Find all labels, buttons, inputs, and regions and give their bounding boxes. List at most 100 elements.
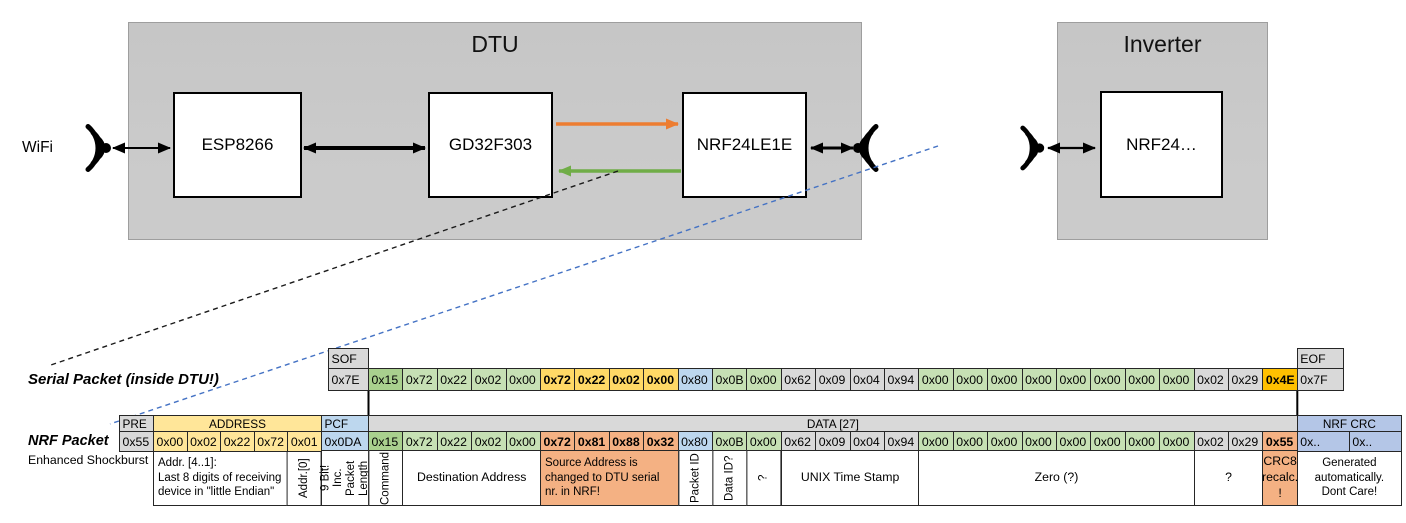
data-annotation-cell: Data ID? (712, 450, 748, 506)
serial-byte-cell: 0x0B (712, 368, 748, 391)
wifi-label: WiFi (22, 139, 53, 156)
pcf-header-cell: PCF (321, 415, 369, 432)
component-label-nrf24le1e: NRF24LE1E (696, 135, 793, 154)
nrf-byte-cell: 0x32 (643, 431, 679, 452)
serial-byte-cell: 0x22 (436, 368, 473, 391)
serial-packet-label: Serial Packet (inside DTU!) (28, 371, 219, 388)
pcf-byte-cell: 0x0DA (321, 431, 369, 452)
data-annotation-cell: CRC8 recalc. ! (1262, 450, 1298, 506)
nrf-byte-cell: 0x94 (884, 431, 920, 452)
wifi-signal-icon-dtu-left (88, 127, 111, 170)
nrf-address-byte-cell: 0x02 (186, 431, 222, 452)
data-annotation-cell: ? (1193, 450, 1264, 506)
nrf-byte-cell: 0x00 (1090, 431, 1126, 452)
serial-byte-cell: 0x80 (677, 368, 713, 391)
nrf-byte-cell: 0x72 (540, 431, 576, 452)
data-annotation-cell: Command (368, 450, 404, 506)
address-annotation: Addr. [4..1]: Last 8 digits of receiving… (153, 450, 289, 506)
component-label-nrf24: NRF24… (1126, 134, 1197, 154)
serial-byte-cell: 0x62 (780, 368, 817, 391)
address0-annotation: Addr.[0] (287, 450, 322, 506)
serial-byte-cell: 0x02 (608, 368, 645, 391)
nrf-address-byte-cell: 0x00 (153, 431, 188, 452)
data-annotation-cell: Destination Address (402, 450, 541, 506)
serial-byte-cell: 0x00 (505, 368, 541, 391)
nrf-byte-cell: 0x22 (436, 431, 473, 452)
nrf-byte-cell: 0x02 (471, 431, 507, 452)
pre-byte-cell: 0x55 (119, 431, 154, 452)
eof-header-cell: EOF (1296, 348, 1344, 369)
nrf-byte-cell: 0x29 (1228, 431, 1264, 452)
nrf-byte-cell: 0x00 (952, 431, 989, 452)
nrf-byte-cell: 0x0B (712, 431, 748, 452)
serial-byte-cell: 0x02 (471, 368, 507, 391)
serial-byte-cell: 0x4E (1262, 368, 1298, 391)
serial-byte-cell: 0x02 (1193, 368, 1229, 391)
data-annotation-cell: UNIX Time Stamp (780, 450, 920, 506)
pre-header-cell: PRE (119, 415, 154, 432)
nrf-address-byte-cell: 0x72 (253, 431, 289, 452)
enhanced-shockburst-label: Enhanced Shockburst (28, 453, 149, 467)
nrf-byte-cell: 0x09 (815, 431, 851, 452)
nrf-byte-cell: 0x00 (1159, 431, 1195, 452)
component-box-nrf24le1e: NRF24LE1E (682, 92, 807, 198)
serial-byte-cell: 0x00 (952, 368, 989, 391)
nrf-byte-cell: 0x00 (1021, 431, 1057, 452)
serial-byte-cell: 0x00 (746, 368, 782, 391)
serial-byte-cell: 0x09 (815, 368, 851, 391)
component-box-esp8266: ESP8266 (173, 92, 302, 198)
dtu-title: DTU (471, 31, 519, 57)
inverter-title: Inverter (1123, 31, 1202, 57)
nrf-byte-cell: 0x62 (780, 431, 817, 452)
nrf-byte-cell: 0x00 (1124, 431, 1161, 452)
data-annotation-cell: ? (746, 450, 782, 506)
sof-header-cell: SOF (328, 348, 369, 369)
nrf-address-byte-cell: 0x22 (220, 431, 255, 452)
nrf-byte-cell: 0x72 (402, 431, 438, 452)
nrf-byte-cell: 0x02 (1193, 431, 1229, 452)
serial-byte-cell: 0x94 (884, 368, 920, 391)
nrf-packet-label: NRF Packet (28, 433, 109, 449)
serial-byte-cell: 0x00 (1159, 368, 1195, 391)
nrf-crc-header-cell: NRF CRC (1296, 415, 1402, 432)
serial-byte-cell: 0x00 (918, 368, 954, 391)
serial-byte-cell: 0x00 (1021, 368, 1057, 391)
serial-byte-cell: 0x22 (574, 368, 610, 391)
nrf-byte-cell: 0x00 (918, 431, 954, 452)
nrf-crc-byte-cell: 0x.. (1296, 431, 1350, 452)
serial-byte-cell: 0x04 (849, 368, 885, 391)
data-header-cell: DATA [27] (368, 415, 1298, 432)
component-box-nrf24: NRF24… (1100, 91, 1223, 198)
wifi-signal-icon-inverter (1023, 128, 1045, 168)
serial-byte-cell: 0x00 (643, 368, 679, 391)
data-annotation-cell: Zero (?) (918, 450, 1195, 506)
serial-byte-cell: 0x00 (1124, 368, 1161, 391)
serial-byte-cell: 0x72 (402, 368, 438, 391)
nrf-address-byte-cell: 0x01 (287, 431, 322, 452)
nrf-byte-cell: 0x00 (987, 431, 1023, 452)
nrf-crc-annotation: Generated automatically. Dont Care! (1296, 450, 1402, 506)
serial-byte-cell: 0x29 (1228, 368, 1264, 391)
serial-byte-cell: 0x00 (1090, 368, 1126, 391)
nrf-byte-cell: 0x00 (746, 431, 782, 452)
nrf-byte-cell: 0x15 (368, 431, 404, 452)
nrf-crc-byte-cell: 0x.. (1348, 431, 1402, 452)
nrf-byte-cell: 0x04 (849, 431, 885, 452)
component-label-esp8266: ESP8266 (201, 135, 274, 154)
nrf-byte-cell: 0x00 (505, 431, 541, 452)
nrf-byte-cell: 0x80 (677, 431, 713, 452)
data-annotation-cell: Packet ID (677, 450, 713, 506)
serial-byte-cell: 0x15 (368, 368, 404, 391)
nrf-byte-cell: 0x88 (608, 431, 645, 452)
data-annotation-cell: Source Address is changed to DTU serial … (540, 450, 679, 506)
serial-byte-cell: 0x00 (1056, 368, 1092, 391)
serial-byte-cell: 0x72 (540, 368, 576, 391)
serial-byte-cell: 0x00 (987, 368, 1023, 391)
sof-byte-cell: 0x7E (328, 368, 369, 391)
component-label-gd32f303: GD32F303 (448, 135, 533, 154)
eof-byte-cell: 0x7F (1296, 368, 1344, 391)
pcf-annotation: 9 Bit! Inc. Packet Length (319, 450, 370, 506)
nrf-byte-cell: 0x00 (1056, 431, 1092, 452)
address-header-cell: ADDRESS (153, 415, 322, 432)
